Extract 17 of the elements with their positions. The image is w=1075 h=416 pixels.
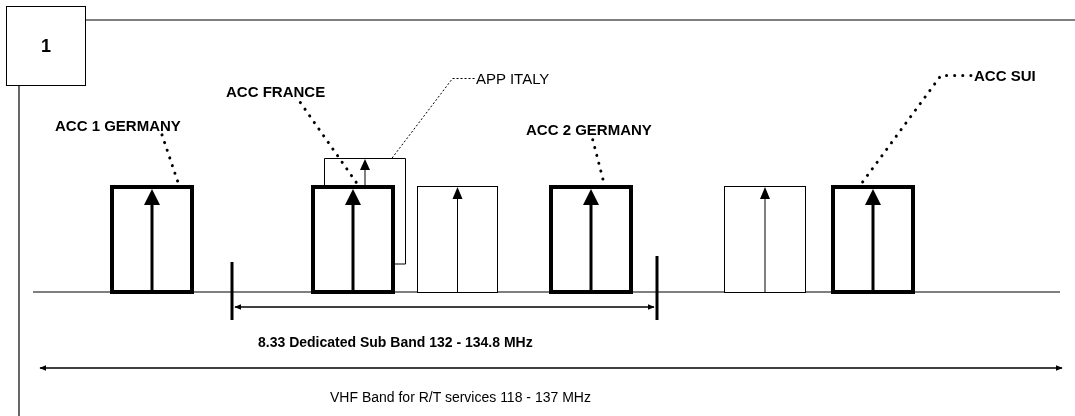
dimension-label: 8.33 Dedicated Sub Band 132 - 134.8 MHz [258, 334, 533, 350]
station-label: ACC FRANCE [226, 83, 326, 100]
channel-box [311, 185, 395, 294]
channel-box [549, 185, 633, 294]
leader-line [391, 78, 476, 159]
figure-number-box: 1 [6, 6, 86, 86]
channel-box [831, 185, 915, 294]
channel-box [110, 185, 194, 294]
station-label: ACC 1 GERMANY [55, 117, 181, 134]
station-label: APP ITALY [476, 70, 550, 87]
channel-box [417, 186, 498, 293]
station-label: ACC SUI [974, 67, 1036, 84]
leader-line [298, 101, 360, 187]
station-label: ACC 2 GERMANY [526, 121, 652, 138]
channel-box [324, 158, 406, 265]
dimension-label: VHF Band for R/T services 118 - 137 MHz [330, 389, 591, 405]
channel-box [724, 186, 806, 293]
